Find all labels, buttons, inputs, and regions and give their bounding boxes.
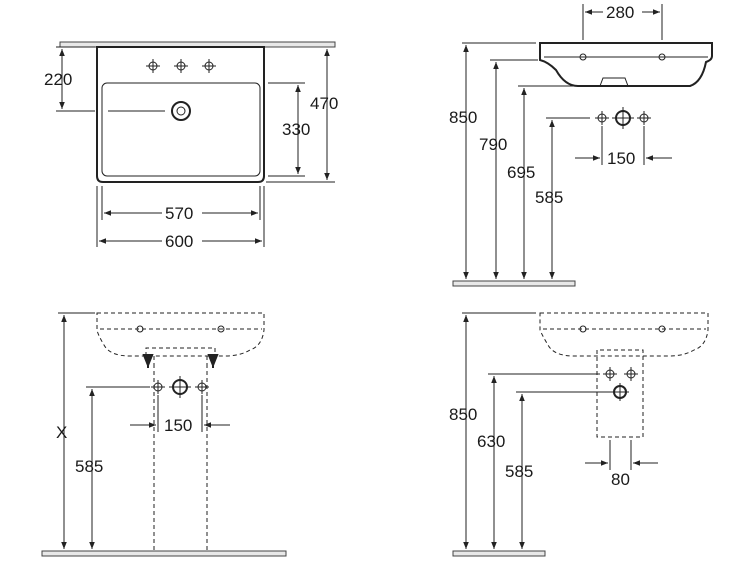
dim-variable-height: X: [56, 423, 67, 442]
dim-supply-spacing-front: 150: [164, 416, 192, 435]
basin-profile: [539, 42, 713, 87]
dim-supply-height: 585: [535, 188, 563, 207]
dim-total-width: 600: [165, 232, 193, 251]
basin-hidden-outline-2: [539, 312, 709, 357]
tap-hole-icons: [146, 59, 216, 73]
dim-inner-width: 570: [165, 204, 193, 223]
front-view-pedestal: X 585 150: [41, 312, 287, 557]
basin-hidden-outline: [96, 312, 265, 357]
dim-total-depth: 470: [310, 94, 338, 113]
half-pedestal-outline: [596, 349, 644, 438]
dim-basin-depth: 280: [606, 3, 634, 22]
front-view-half-pedestal: 850 630 585 80: [449, 312, 709, 557]
dim-drain-height-half: 630: [477, 432, 505, 451]
supply-hole-icons-front: [151, 376, 209, 398]
dim-drain-height: 695: [507, 163, 535, 182]
supply-hole-icons-half: [603, 367, 638, 401]
drain-icon: [108, 101, 191, 121]
bowl-outline: [101, 82, 261, 177]
floor-strip-half: [452, 550, 546, 557]
side-view: 280 850 790 695 585 150: [449, 3, 713, 287]
plan-view: 220 470 330 570 600: [44, 41, 338, 251]
dim-underside-height: 790: [479, 135, 507, 154]
dim-rim-height: 850: [449, 108, 477, 127]
floor-strip: [452, 280, 576, 287]
dim-tap-offset: 220: [44, 70, 72, 89]
dim-inner-depth: 330: [282, 120, 310, 139]
basin-outline: [96, 46, 265, 183]
floor-strip-front: [41, 550, 287, 557]
dim-supply-spacing: 150: [607, 149, 635, 168]
dim-supply-spacing-half: 80: [611, 470, 630, 489]
dim-supply-height-half: 585: [505, 462, 533, 481]
dim-supply-height-front: 585: [75, 457, 103, 476]
dim-rim-height-half: 850: [449, 405, 477, 424]
supply-hole-icons: [595, 107, 651, 129]
pedestal-hidden-outline: [153, 364, 208, 551]
